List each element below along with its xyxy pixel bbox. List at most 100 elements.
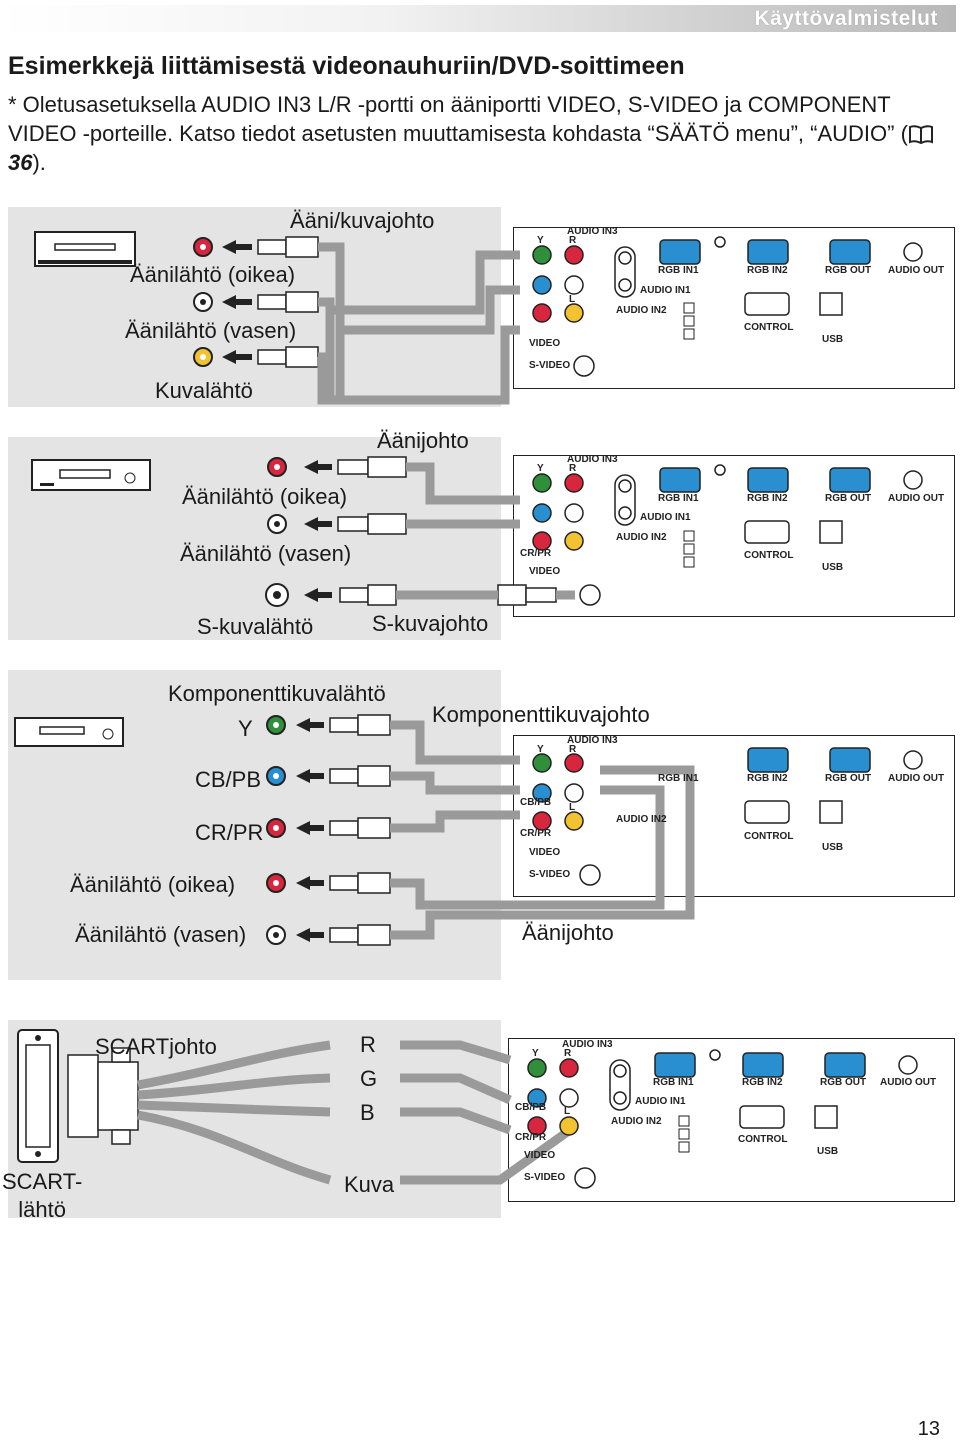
s-video-cable-label: S-kuvajohto xyxy=(372,611,489,636)
p4-r: R xyxy=(564,1048,572,1059)
p3-rgb-in1: RGB IN1 xyxy=(658,773,699,784)
p4-audio-in2: AUDIO IN2 xyxy=(611,1116,662,1127)
p1-r: R xyxy=(569,235,577,246)
p1-audio-out: AUDIO OUT xyxy=(888,265,945,276)
scart-cable-label: SCARTjohto xyxy=(95,1034,217,1059)
p4-rgb-in1: RGB IN1 xyxy=(653,1077,694,1088)
audio-right-label-2: Äänilähtö (oikea) xyxy=(182,484,348,509)
p2-audio-out: AUDIO OUT xyxy=(888,493,945,504)
audio-left-label-1: Äänilähtö (vasen) xyxy=(125,318,297,343)
projector-ports-1 xyxy=(532,236,923,377)
cb-pb-label: CB/PB xyxy=(195,767,262,792)
p3-rgb-out: RGB OUT xyxy=(825,773,872,784)
scart-plug-icon xyxy=(67,1047,139,1145)
p3-cb-pb: CB/PB xyxy=(520,797,552,808)
scart-out-label: SCART- lähtö xyxy=(2,1169,83,1222)
page-ref: 36 xyxy=(8,150,33,175)
g-label: G xyxy=(360,1066,378,1091)
p1-rgb-out: RGB OUT xyxy=(825,265,872,276)
header-bar: Käyttövalmistelut xyxy=(0,5,956,32)
p2-usb: USB xyxy=(822,562,844,573)
p1-usb: USB xyxy=(822,334,844,345)
projector-ports-3 xyxy=(532,747,923,886)
p4-usb: USB xyxy=(817,1146,839,1157)
p2-audio-in2: AUDIO IN2 xyxy=(616,532,667,543)
p2-rgb-in2: RGB IN2 xyxy=(747,493,788,504)
p1-audio-in1: AUDIO IN1 xyxy=(640,285,691,296)
p4-rgb-out: RGB OUT xyxy=(820,1077,867,1088)
p1-s-video: S-VIDEO xyxy=(529,360,571,371)
vcr-icon-2 xyxy=(31,459,151,491)
p1-control: CONTROL xyxy=(744,322,794,333)
cr-pr-label: CR/PR xyxy=(195,820,264,845)
p2-video: VIDEO xyxy=(529,566,561,577)
intro-text: * Oletusasetuksella AUDIO IN3 L/R -portt… xyxy=(8,92,908,146)
audio-right-label-1: Äänilähtö (oikea) xyxy=(130,262,296,287)
section-title: Käyttövalmistelut xyxy=(754,7,938,30)
p1-l: L xyxy=(569,294,576,305)
p4-y: Y xyxy=(532,1048,539,1059)
p3-s-video: S-VIDEO xyxy=(529,869,571,880)
p4-cr-pr: CR/PR xyxy=(515,1132,547,1143)
projector-ports-4 xyxy=(527,1049,918,1189)
p4-rgb-in2: RGB IN2 xyxy=(742,1077,783,1088)
p2-audio-in3: AUDIO IN3 xyxy=(567,454,618,465)
audio-left-label-2: Äänilähtö (vasen) xyxy=(180,541,352,566)
p3-audio-out: AUDIO OUT xyxy=(888,773,945,784)
y-label: Y xyxy=(238,716,253,741)
p4-video: VIDEO xyxy=(524,1150,556,1161)
p3-y: Y xyxy=(537,744,544,755)
r-label: R xyxy=(360,1032,376,1057)
projector-ports-2 xyxy=(532,464,923,606)
p1-video: VIDEO xyxy=(529,338,561,349)
p3-usb: USB xyxy=(822,842,844,853)
p1-rgb-in2: RGB IN2 xyxy=(747,265,788,276)
p3-audio-in2: AUDIO IN2 xyxy=(616,814,667,825)
intro-paragraph: * Oletusasetuksella AUDIO IN3 L/R -portt… xyxy=(8,90,958,177)
book-icon xyxy=(908,125,933,144)
p4-control: CONTROL xyxy=(738,1134,788,1145)
p1-audio-in2: AUDIO IN2 xyxy=(616,305,667,316)
video-out-label-1: Kuvalähtö xyxy=(155,378,253,403)
scart-connector-icon xyxy=(17,1029,59,1163)
page-number: 13 xyxy=(917,1418,940,1440)
s-video-out-label: S-kuvalähtö xyxy=(197,614,314,639)
p1-rgb-in1: RGB IN1 xyxy=(658,265,699,276)
video-label-4: Kuva xyxy=(344,1172,395,1197)
component-cable-label: Komponenttikuvajohto xyxy=(432,702,650,727)
p3-video: VIDEO xyxy=(529,847,561,858)
p2-rgb-in1: RGB IN1 xyxy=(658,493,699,504)
audio-left-label-3: Äänilähtö (vasen) xyxy=(75,922,247,947)
p1-audio-in3: AUDIO IN3 xyxy=(567,226,618,237)
p3-l: L xyxy=(569,802,576,813)
component-out-label: Komponenttikuvalähtö xyxy=(168,681,386,706)
p3-control: CONTROL xyxy=(744,831,794,842)
page-title: Esimerkkejä liittämisestä videonauhuriin… xyxy=(8,52,685,80)
p4-l: L xyxy=(564,1106,571,1117)
p2-y: Y xyxy=(537,463,544,474)
p4-audio-out: AUDIO OUT xyxy=(880,1077,937,1088)
dvd-icon xyxy=(14,717,124,747)
p3-audio-in3: AUDIO IN3 xyxy=(567,735,618,746)
p2-cr-pr: CR/PR xyxy=(520,548,552,559)
p3-rgb-in2: RGB IN2 xyxy=(747,773,788,784)
p2-rgb-out: RGB OUT xyxy=(825,493,872,504)
cable-label-2: Äänijohto xyxy=(377,428,469,453)
audio-cable-label-3: Äänijohto xyxy=(522,920,614,945)
vcr-icon xyxy=(34,231,136,267)
p4-cb-pb: CB/PB xyxy=(515,1102,547,1113)
audio-right-label-3: Äänilähtö (oikea) xyxy=(70,872,236,897)
cable-label-1: Ääni/kuvajohto xyxy=(290,208,435,233)
p2-control: CONTROL xyxy=(744,550,794,561)
p4-audio-in3: AUDIO IN3 xyxy=(562,1039,613,1050)
p2-audio-in1: AUDIO IN1 xyxy=(640,512,691,523)
intro-end: ). xyxy=(32,150,46,175)
p4-audio-in1: AUDIO IN1 xyxy=(635,1096,686,1107)
p3-r: R xyxy=(569,744,577,755)
b-label: B xyxy=(360,1100,375,1125)
p3-cr-pr: CR/PR xyxy=(520,828,552,839)
